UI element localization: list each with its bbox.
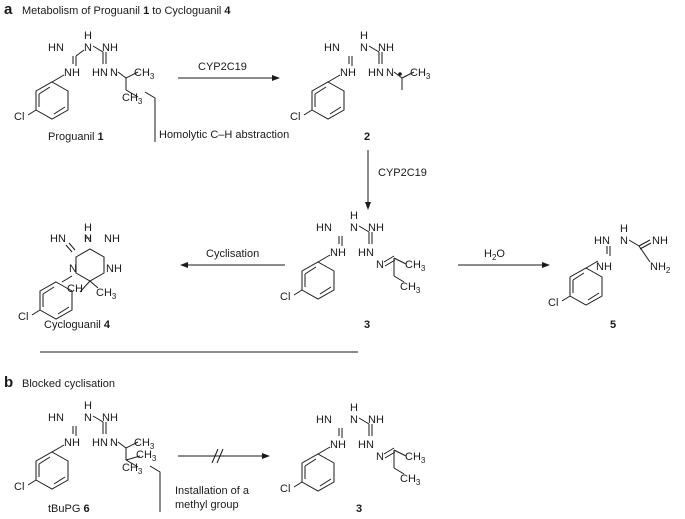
- compound-2-label: 2: [364, 131, 370, 143]
- svg-text:N: N: [376, 451, 384, 463]
- svg-text:Cl: Cl: [548, 297, 558, 309]
- cycloguanil-structure: HN H H N NH NH N CH CH3 Cl: [18, 222, 122, 323]
- methyl-label-2: methyl group: [175, 499, 239, 511]
- svg-text:NH: NH: [652, 235, 668, 247]
- svg-text:H: H: [350, 402, 358, 414]
- svg-text:HN: HN: [48, 412, 64, 424]
- svg-text:H: H: [350, 210, 358, 222]
- svg-text:CH3: CH3: [400, 473, 421, 487]
- svg-text:CH3: CH3: [136, 449, 157, 463]
- svg-text:Cl: Cl: [280, 291, 290, 303]
- svg-text:H: H: [84, 222, 92, 234]
- svg-text:CH3: CH3: [96, 287, 117, 301]
- svg-text:HN: HN: [48, 42, 64, 54]
- svg-text:HN: HN: [594, 235, 610, 247]
- svg-text:Cl: Cl: [18, 311, 28, 323]
- svg-text:NH: NH: [64, 67, 80, 79]
- arrow-cyp-down-label: CYP2C19: [378, 167, 427, 179]
- svg-text:HN: HN: [358, 247, 374, 259]
- panel-a-title: Metabolism of Proguanil 1 to Cycloguanil…: [22, 5, 231, 17]
- svg-text:CH3: CH3: [122, 462, 143, 476]
- svg-text:CH3: CH3: [134, 437, 155, 451]
- svg-text:H: H: [360, 30, 368, 42]
- svg-text:H: H: [620, 223, 628, 235]
- compound-3b-structure: Cl NH HN N H NH HN N CH3 CH3: [280, 402, 426, 495]
- panel-b-title: Blocked cyclisation: [22, 378, 115, 390]
- svg-text:N: N: [110, 437, 118, 449]
- svg-text:NH2: NH2: [650, 261, 671, 275]
- svg-text:HN: HN: [316, 414, 332, 426]
- svg-text:NH: NH: [368, 222, 384, 234]
- compound-3-structure: Cl NH HN N H NH HN N CH3 CH3: [280, 210, 426, 303]
- methyl-label-1: Installation of a: [175, 485, 250, 497]
- svg-text:NH: NH: [106, 263, 122, 275]
- water-label: H2O: [484, 248, 505, 262]
- svg-text:HN: HN: [92, 437, 108, 449]
- svg-text:HN: HN: [358, 439, 374, 451]
- arrow-cyp-top-label: CYP2C19: [198, 61, 247, 73]
- svg-text:Cl: Cl: [14, 481, 24, 493]
- svg-text:Cl: Cl: [290, 111, 300, 123]
- svg-text:NH: NH: [104, 233, 120, 245]
- svg-text:H: H: [84, 400, 92, 412]
- svg-text:HN: HN: [316, 222, 332, 234]
- svg-text:NH: NH: [102, 42, 118, 54]
- proguanil-label: Proguanil 1: [48, 131, 104, 143]
- svg-text:NH: NH: [596, 261, 612, 273]
- svg-text:CH3: CH3: [410, 67, 431, 81]
- svg-text:NH: NH: [64, 437, 80, 449]
- svg-text:N: N: [350, 222, 358, 234]
- svg-text:N: N: [110, 67, 118, 79]
- svg-text:N: N: [69, 263, 77, 275]
- compound-3b-label: 3: [356, 503, 362, 515]
- svg-text:H: H: [84, 233, 92, 245]
- svg-text:N: N: [386, 67, 394, 79]
- compound-3-label: 3: [364, 319, 370, 331]
- compound-5-structure: Cl NH HN N H NH NH2: [548, 223, 671, 309]
- svg-text:CH3: CH3: [405, 259, 426, 273]
- tbupg-label: tBuPG 6: [48, 503, 90, 515]
- abstraction-label: Homolytic C–H abstraction: [159, 129, 289, 141]
- cyclisation-label: Cyclisation: [206, 248, 259, 260]
- compound-2-structure: Cl NH HN N H NH HN N CH3: [290, 30, 431, 123]
- svg-text:NH: NH: [330, 439, 346, 451]
- cycloguanil-label: Cycloguanil 4: [44, 319, 111, 331]
- svg-text:HN: HN: [368, 67, 384, 79]
- svg-text:HN: HN: [50, 233, 66, 245]
- svg-text:CH3: CH3: [400, 281, 421, 295]
- panel-a-letter: a: [4, 1, 13, 18]
- svg-text:H: H: [84, 30, 92, 42]
- svg-text:N: N: [376, 259, 384, 271]
- svg-text:N: N: [620, 235, 628, 247]
- svg-text:NH: NH: [330, 247, 346, 259]
- compound-5-label: 5: [610, 319, 616, 331]
- svg-text:N: N: [350, 414, 358, 426]
- svg-text:Cl: Cl: [14, 111, 24, 123]
- svg-text:N: N: [84, 233, 92, 245]
- svg-text:CH3: CH3: [122, 92, 143, 106]
- panel-b-letter: b: [4, 374, 13, 391]
- svg-text:N: N: [84, 412, 92, 424]
- svg-text:N: N: [84, 42, 92, 54]
- svg-text:HN: HN: [324, 42, 340, 54]
- svg-text:HN: HN: [92, 67, 108, 79]
- svg-text:NH: NH: [102, 412, 118, 424]
- svg-text:NH: NH: [368, 414, 384, 426]
- svg-text:CH: CH: [67, 283, 83, 295]
- svg-text:CH3: CH3: [134, 67, 155, 81]
- svg-text:Cl: Cl: [280, 483, 290, 495]
- svg-text:N: N: [360, 42, 368, 54]
- svg-text:CH3: CH3: [405, 451, 426, 465]
- svg-text:NH: NH: [340, 67, 356, 79]
- proguanil-structure: Cl NH HN N H NH HN N CH3 CH3 Homolytic C…: [14, 30, 289, 142]
- svg-text:NH: NH: [378, 42, 394, 54]
- tbupg-structure: Cl NH HN N H NH HN N CH3 CH3 CH3 Install…: [14, 400, 250, 512]
